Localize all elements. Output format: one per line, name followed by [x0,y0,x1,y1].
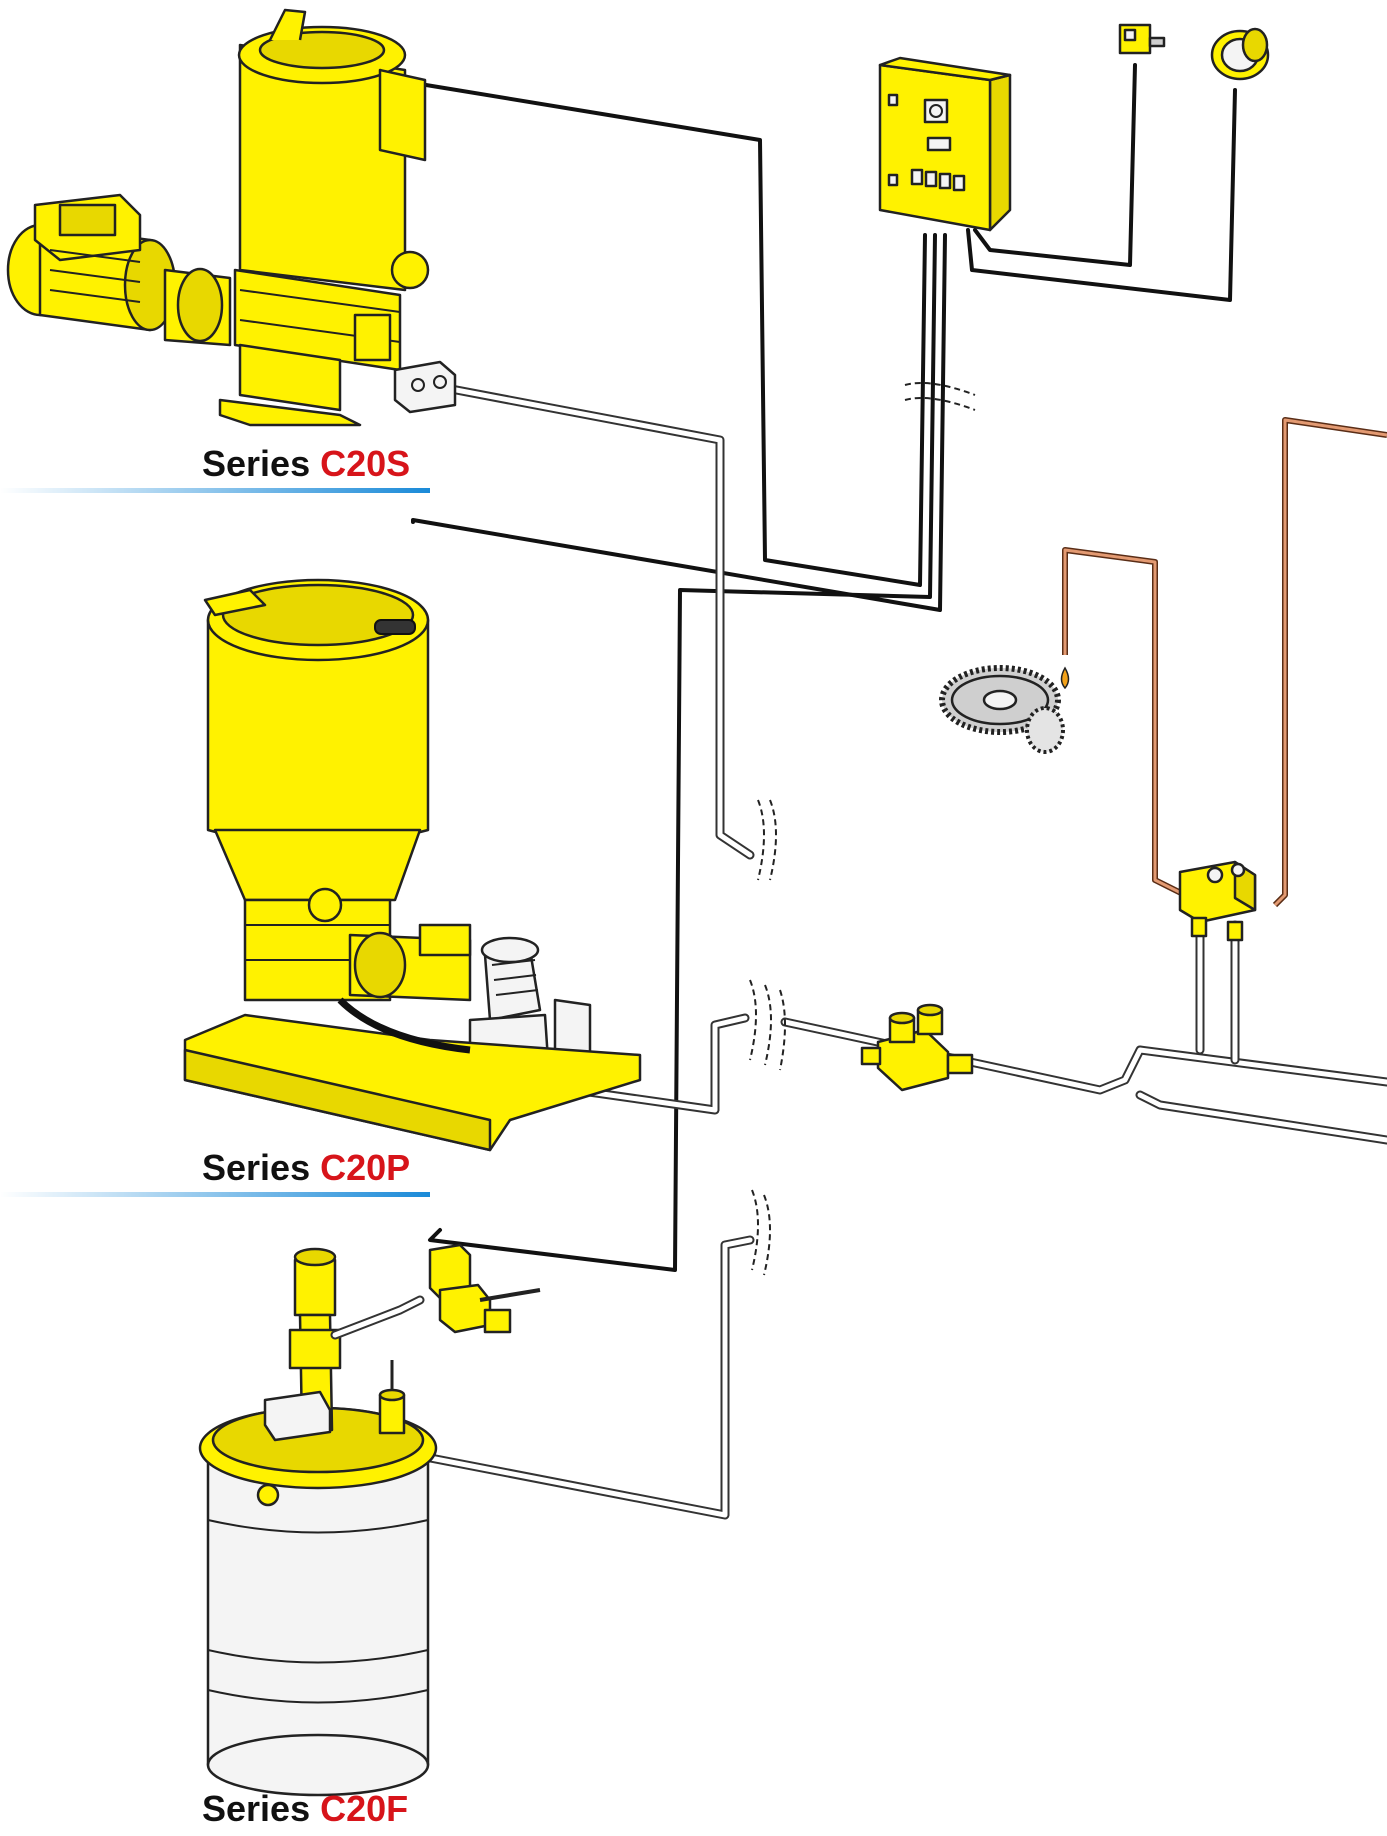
cabinet-display [923,98,949,124]
series-label-c20p: Series C20P [202,1147,410,1189]
control-cabinet [878,56,1012,232]
series-model: C20F [320,1788,409,1829]
cable-c20f-to-cabinet [428,233,937,1272]
oil-drop-icon [1060,666,1070,690]
grease-pipes [255,380,1387,1520]
cable-cabinet-to-sensor-2 [966,88,1237,302]
pump-c20s [6,8,457,427]
series-c20s-underline [0,488,430,493]
series-prefix: Series [202,1147,311,1188]
distributor-valve [1178,860,1257,942]
gear-wheel [939,665,1065,754]
electrical-cables [411,63,1237,1272]
cabinet-buttons [910,168,966,192]
series-model: C20P [320,1147,411,1188]
series-label-c20f: Series C20F [202,1788,408,1830]
copper-lines [1060,417,1387,908]
pressure-switch-sensor [1118,23,1166,55]
pipe-break-marks [749,799,786,1276]
series-label-c20s: Series C20S [202,443,410,485]
cable-cabinet-to-sensor-1 [973,63,1137,267]
series-model: C20S [320,443,411,484]
level-gauge-sensor [1210,27,1270,81]
cable-c20s-to-cabinet [418,82,927,587]
series-prefix: Series [202,443,311,484]
series-prefix: Series [202,1788,311,1829]
inline-valve [860,1003,974,1092]
cable-break-marks [904,382,976,411]
pump-c20f [198,1243,541,1797]
pipe-c20s-main [425,380,755,860]
series-c20p-underline [0,1192,430,1197]
cable-c20p-to-cabinet [411,233,947,612]
pump-c20p [183,578,642,1152]
